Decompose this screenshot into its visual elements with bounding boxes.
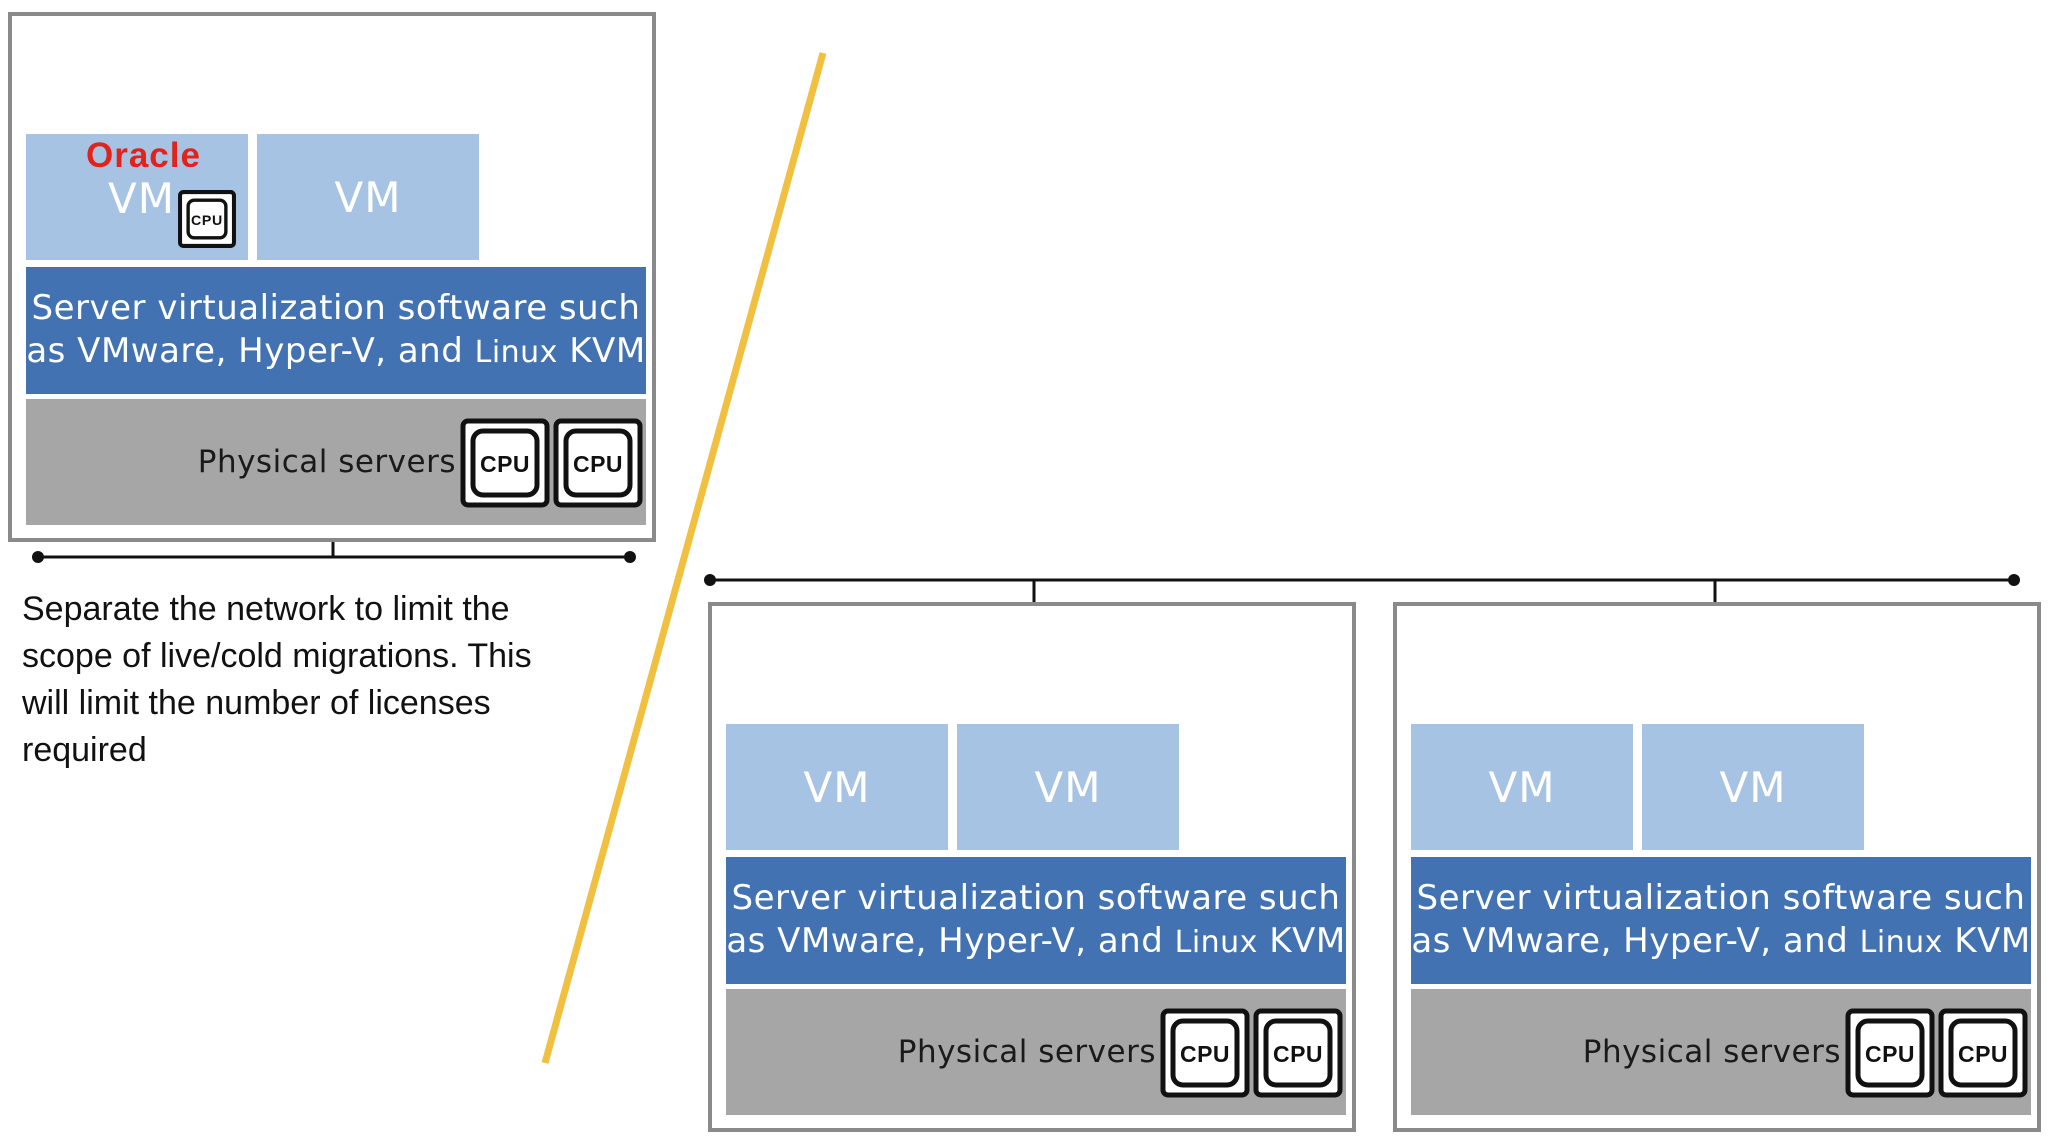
server-3-virtualization-linux: Linux	[1859, 925, 1943, 960]
network-1-endpoint-right	[624, 551, 636, 563]
server-2-physical-layer: Physical servers CPU CPU	[726, 989, 1346, 1115]
cpu-chip-label: CPU	[1180, 1041, 1230, 1067]
server-1-physical-label: Physical servers	[197, 444, 456, 480]
server-1-vm-oracle: VM Oracle CPU	[26, 134, 248, 260]
note-line-4: required	[22, 731, 147, 769]
server-1-virtualization-line1: Server virtualization software such	[31, 288, 641, 328]
server-1-vm-2: VM	[257, 134, 479, 260]
server-2-physical-label: Physical servers	[897, 1034, 1156, 1070]
server-1-physical-layer: Physical servers CPU CPU	[26, 399, 646, 525]
cpu-chip-label: CPU	[480, 451, 530, 477]
server-3-vm-2: VM	[1642, 724, 1864, 850]
server-3-vm-1: VM	[1411, 724, 1633, 850]
network-separation-note: Separate the network to limit the scope …	[22, 586, 582, 774]
server-3-virtualization-line2: as VMware, Hyper-V, and	[1411, 921, 1860, 961]
network-2-endpoint-left	[704, 574, 716, 586]
server-1-virtualization-layer: Server virtualization software such as V…	[26, 267, 646, 394]
server-1-virtualization-kvm: KVM	[557, 331, 646, 371]
network-1-endpoint-left	[32, 551, 44, 563]
server-2-vm-1: VM	[726, 724, 948, 850]
cpu-chip-label: CPU	[573, 451, 623, 477]
cpu-chip-icon: CPU	[1845, 1008, 1935, 1098]
server-1-vm-2-label: VM	[334, 172, 402, 222]
cpu-chip-label: CPU	[1273, 1041, 1323, 1067]
vm-cpu-chip-label: CPU	[191, 212, 223, 228]
server-2-vm-2-label: VM	[1034, 762, 1102, 812]
cpu-chip-icon: CPU	[1160, 1008, 1250, 1098]
server-2-vm-1-label: VM	[803, 762, 871, 812]
server-2-virtualization-linux: Linux	[1174, 925, 1258, 960]
server-3: VM VM Server virtualization software suc…	[1393, 602, 2041, 1132]
server-3-physical-layer: Physical servers CPU CPU	[1411, 989, 2031, 1115]
server-1-virtualization-linux: Linux	[474, 335, 558, 370]
cpu-chip-icon: CPU	[553, 418, 643, 508]
server-2-virtualization-kvm: KVM	[1257, 921, 1346, 961]
server-3-vm-2-label: VM	[1719, 762, 1787, 812]
cpu-chip-icon: CPU	[1938, 1008, 2028, 1098]
server-1-vm-oracle-label: VM	[108, 174, 175, 223]
server-2-virtualization-layer: Server virtualization software such as V…	[726, 857, 1346, 984]
vm-cpu-chip-icon: CPU	[178, 190, 236, 248]
cpu-chip-icon: CPU	[1253, 1008, 1343, 1098]
oracle-label: Oracle	[86, 136, 201, 175]
server-1-virtualization-line2: as VMware, Hyper-V, and	[26, 331, 475, 371]
server-3-physical-label: Physical servers	[1582, 1034, 1841, 1070]
server-2-vm-2: VM	[957, 724, 1179, 850]
network-2-endpoint-right	[2008, 574, 2020, 586]
cpu-chip-icon: CPU	[460, 418, 550, 508]
server-3-virtualization-line1: Server virtualization software such	[1416, 878, 2026, 918]
server-3-vm-1-label: VM	[1488, 762, 1556, 812]
note-line-3: will limit the number of licenses	[22, 684, 491, 722]
server-3-virtualization-kvm: KVM	[1942, 921, 2031, 961]
server-1: VM Oracle CPU VM Server virtualization s…	[8, 12, 656, 542]
cpu-chip-label: CPU	[1958, 1041, 2008, 1067]
separator-line	[541, 52, 827, 1064]
server-2-virtualization-line1: Server virtualization software such	[731, 878, 1341, 918]
server-2-virtualization-line2: as VMware, Hyper-V, and	[726, 921, 1175, 961]
server-3-virtualization-layer: Server virtualization software such as V…	[1411, 857, 2031, 984]
note-line-1: Separate the network to limit the	[22, 590, 510, 628]
cpu-chip-label: CPU	[1865, 1041, 1915, 1067]
server-2: VM VM Server virtualization software suc…	[708, 602, 1356, 1132]
note-line-2: scope of live/cold migrations. This	[22, 637, 532, 675]
